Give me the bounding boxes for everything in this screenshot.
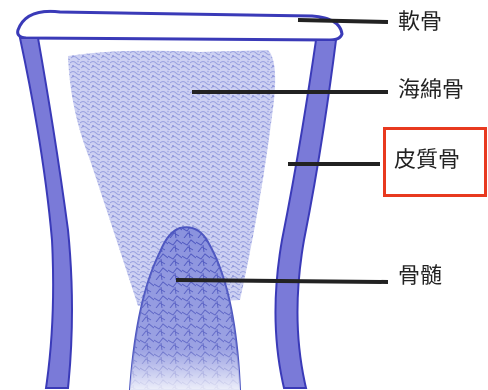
label-spongy-bone: 海綿骨 xyxy=(398,80,464,102)
left-cortical-wall xyxy=(20,38,72,388)
leader-line-cartilage xyxy=(298,20,388,22)
leader-line-bone-marrow xyxy=(176,280,388,282)
label-bone-marrow: 骨髄 xyxy=(398,266,442,288)
label-cortical-bone: 皮質骨 xyxy=(394,150,460,172)
cartilage-cap xyxy=(18,11,342,40)
label-cartilage: 軟骨 xyxy=(398,12,442,34)
